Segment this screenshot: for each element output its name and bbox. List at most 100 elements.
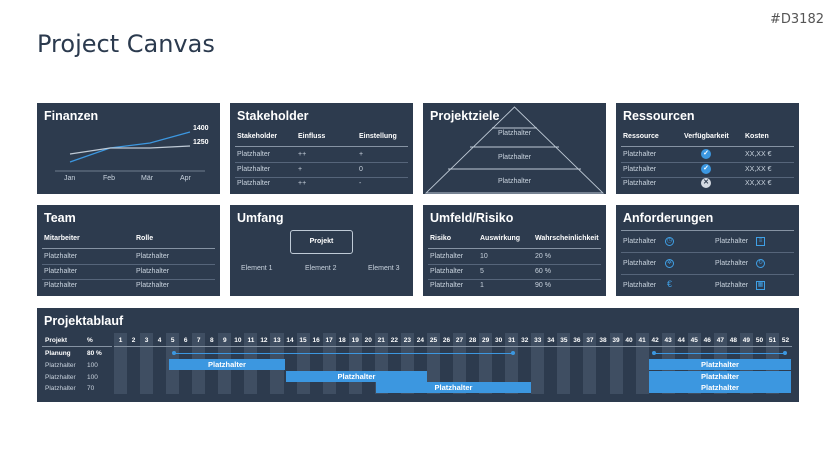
table-cell: Platzhalter <box>430 268 464 275</box>
milestone-dot <box>783 351 787 355</box>
col-mitarbeiter: Mitarbeiter <box>44 235 80 242</box>
row-planung: Planung <box>45 350 71 357</box>
umfeld-title: Umfeld/Risiko <box>430 211 514 225</box>
week-number: 46 <box>703 337 711 344</box>
week-column <box>505 333 519 394</box>
table-cell: 5 <box>480 268 484 275</box>
x-label-mar: Mär <box>141 175 154 182</box>
week-number: 28 <box>468 337 477 344</box>
ressourcen-panel: Ressourcen Ressource Verfügbarkeit Koste… <box>616 103 799 194</box>
week-number: 15 <box>299 337 307 344</box>
week-number: 26 <box>442 337 451 344</box>
table-cell: Platzhalter <box>623 151 657 158</box>
week-number: 18 <box>338 337 346 344</box>
table-cell: 20 % <box>535 253 551 260</box>
week-number: 20 <box>364 337 372 344</box>
table-cell: Platzhalter <box>623 180 657 187</box>
table-cell: Platzhalter <box>237 180 271 187</box>
week-number: 45 <box>690 337 698 344</box>
finanzen-title: Finanzen <box>44 109 99 123</box>
week-number: 8 <box>209 337 214 344</box>
week-number: 21 <box>377 337 385 344</box>
series-line-2 <box>69 145 191 155</box>
week-number: 4 <box>157 337 162 344</box>
refresh-icon: ↻ <box>756 259 765 268</box>
week-column <box>557 333 571 394</box>
ressourcen-title: Ressourcen <box>623 109 695 123</box>
week-number: 32 <box>521 337 529 344</box>
requirement-item: Platzhalter <box>623 260 657 267</box>
week-number: 43 <box>664 337 672 344</box>
week-number: 1 <box>118 337 123 344</box>
gantt-bar: Platzhalter <box>649 371 791 382</box>
col-rolle: Rolle <box>136 235 154 242</box>
anforderungen-panel: Anforderungen Platzhalter ◷ Platzhalter … <box>616 205 799 296</box>
row-label: Platzhalter <box>45 385 76 392</box>
week-number: 16 <box>312 337 320 344</box>
document-icon: ≡ <box>756 237 765 246</box>
week-number: 38 <box>599 337 607 344</box>
table-cell: 1 <box>480 282 484 289</box>
week-column <box>140 333 154 394</box>
week-number: 37 <box>586 337 594 344</box>
table-cell: 60 % <box>535 268 551 275</box>
week-column <box>609 333 623 394</box>
week-number: 52 <box>781 337 790 344</box>
requirement-item: Platzhalter <box>715 238 749 245</box>
anforderungen-title: Anforderungen <box>623 211 714 225</box>
col-stakeholder: Stakeholder <box>237 133 278 140</box>
week-number: 47 <box>716 337 724 344</box>
pyramid-level-3: Platzhalter <box>497 178 532 185</box>
week-number: 27 <box>455 337 464 344</box>
week-number: 49 <box>742 337 751 344</box>
col-risiko: Risiko <box>430 235 452 242</box>
calendar-icon: ▦ <box>756 281 765 290</box>
week-number: 42 <box>651 337 659 344</box>
chart-value-1400: 1400 <box>193 125 209 132</box>
stakeholder-panel: Stakeholder Stakeholder Einfluss Einstel… <box>230 103 413 194</box>
week-number: 50 <box>755 337 764 344</box>
table-cell: Platzhalter <box>136 268 170 275</box>
project-box <box>290 230 353 254</box>
table-cell: Platzhalter <box>237 151 271 158</box>
week-number: 10 <box>234 337 242 344</box>
team-panel: Team Mitarbeiter Rolle Platzhalter Platz… <box>37 205 220 296</box>
umfeld-risiko-panel: Umfeld/Risiko Risiko Auswirkung Wahrsche… <box>423 205 606 296</box>
table-cell: ++ <box>298 180 307 187</box>
week-number: 25 <box>429 337 438 344</box>
table-cell: XX,XX € <box>745 180 772 187</box>
chart-value-1250: 1250 <box>193 139 209 146</box>
week-number: 3 <box>144 337 149 344</box>
week-number: 19 <box>351 337 359 344</box>
umfang-title: Umfang <box>237 211 284 225</box>
col-verfuegbarkeit: Verfügbarkeit <box>684 133 729 140</box>
table-cell: Platzhalter <box>623 166 657 173</box>
week-number: 40 <box>625 337 633 344</box>
week-number: 12 <box>260 337 268 344</box>
week-number: 23 <box>403 337 411 344</box>
week-number: 9 <box>223 337 227 344</box>
projektablauf-title: Projektablauf <box>44 314 124 328</box>
row-percent: 70 <box>87 385 95 392</box>
week-column <box>479 333 493 394</box>
table-cell: + <box>359 151 364 158</box>
gantt-bar: Platzhalter <box>376 382 531 393</box>
document-id: #D3182 <box>770 12 824 27</box>
week-number: 51 <box>768 337 777 344</box>
col-einfluss: Einfluss <box>298 133 326 140</box>
week-number: 39 <box>612 337 620 344</box>
check-icon: ✓ <box>701 164 711 174</box>
table-cell: 10 <box>480 253 488 260</box>
requirement-item: Platzhalter <box>715 282 749 289</box>
table-cell: 0 <box>359 166 363 173</box>
pyramid-level-2: Platzhalter <box>497 154 532 161</box>
gantt-bar: Platzhalter <box>286 371 427 382</box>
week-number: 22 <box>390 337 398 344</box>
projektziele-panel: Projektziele Platzhalter Platzhalter Pla… <box>423 103 606 194</box>
week-number: 14 <box>286 337 294 344</box>
gantt-bar: Platzhalter <box>649 359 791 370</box>
stopwatch-icon: ◷ <box>665 237 674 246</box>
requirement-item: Platzhalter <box>623 238 657 245</box>
table-cell: ++ <box>298 151 307 158</box>
scope-element-2: Element 2 <box>305 265 337 272</box>
